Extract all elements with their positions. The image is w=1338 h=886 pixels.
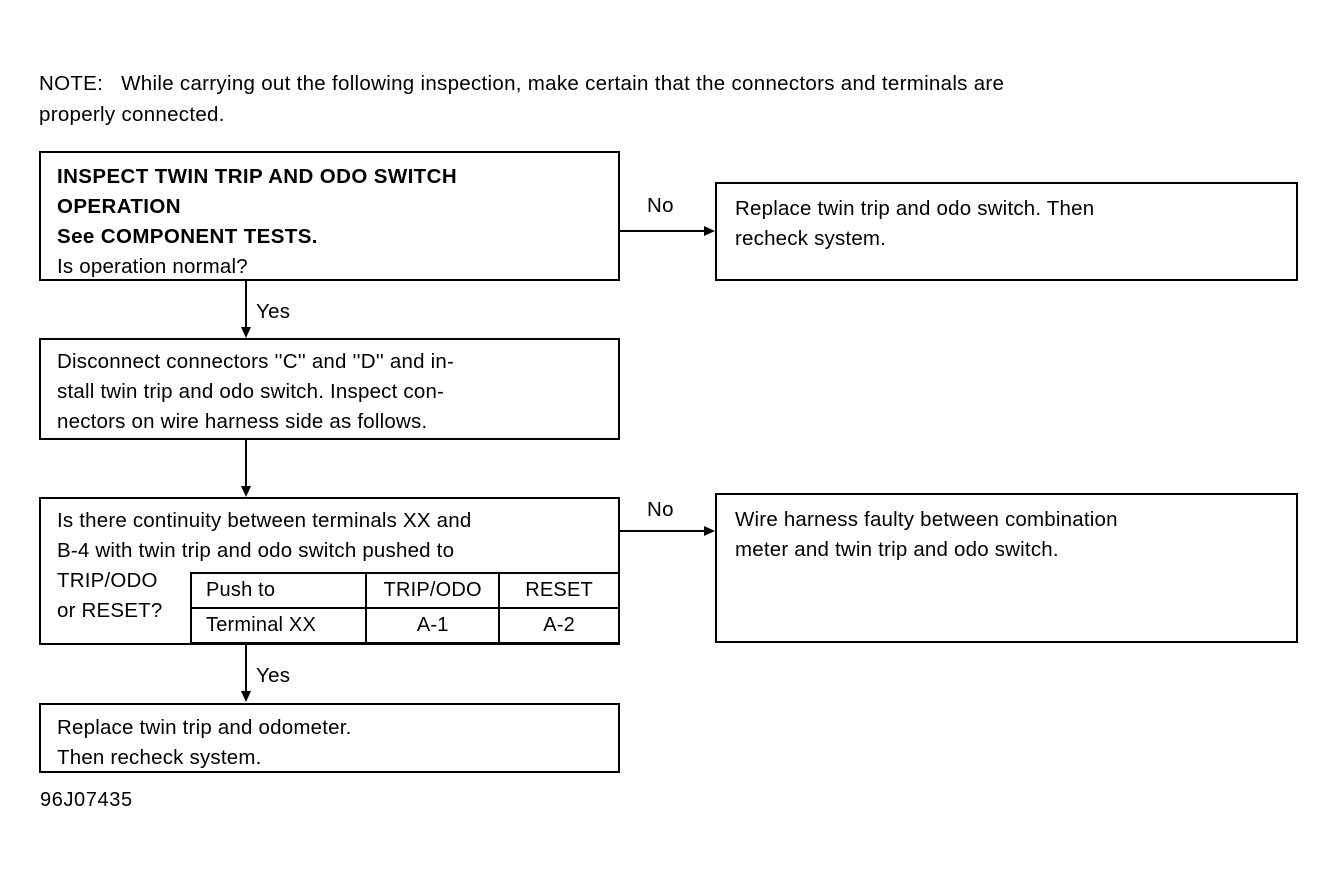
box-disconnect-text: Disconnect connectors ''C'' and ''D'' an…	[57, 347, 454, 437]
connector-no-2-line	[620, 530, 704, 532]
box-wire-harness-faulty: Wire harness faulty between combination …	[715, 493, 1298, 643]
table-cell-terminal-reset: A-2	[498, 607, 620, 644]
connector-yes-2-line	[245, 645, 247, 691]
box-continuity-text: Is there continuity between terminals XX…	[57, 506, 471, 626]
connector-no-1-line	[620, 230, 704, 232]
box-disconnect-connectors: Disconnect connectors ''C'' and ''D'' an…	[39, 338, 620, 440]
edge-label-yes-2: Yes	[256, 664, 291, 687]
box-replace-odometer: Replace twin trip and odometer. Then rec…	[39, 703, 620, 773]
box-inspect-line-2: OPERATION	[57, 195, 181, 218]
table-cell-tripodo-header: TRIP/ODO	[365, 572, 501, 609]
note-label: NOTE:	[39, 72, 104, 95]
connector-no-1-arrowhead	[704, 226, 715, 236]
box-inspect-line-4: Is operation normal?	[57, 255, 248, 278]
box-replace-odometer-text: Replace twin trip and odometer. Then rec…	[57, 713, 352, 773]
box-replace-odometer-line-2: Then recheck system.	[57, 746, 262, 769]
table-cell-terminal-tripodo: A-1	[365, 607, 501, 644]
box-disconnect-line-3: nectors on wire harness side as follows.	[57, 410, 428, 433]
box-continuity-line-1: Is there continuity between terminals XX…	[57, 509, 472, 532]
figure-id: 96J07435	[40, 789, 133, 811]
connector-no-2-arrowhead	[704, 526, 715, 536]
box-replace-odometer-line-1: Replace twin trip and odometer.	[57, 716, 352, 739]
box-replace-switch-line-1: Replace twin trip and odo switch. Then	[735, 197, 1095, 220]
edge-label-no-1: No	[647, 194, 674, 217]
box-inspect-switch-operation: INSPECT TWIN TRIP AND ODO SWITCH OPERATI…	[39, 151, 620, 281]
connector-box2-box3-line	[245, 440, 247, 486]
connector-yes-1-arrowhead	[241, 327, 251, 338]
box-continuity-check: Is there continuity between terminals XX…	[39, 497, 620, 645]
box-replace-switch-line-2: recheck system.	[735, 227, 887, 250]
connector-yes-1-line	[245, 281, 247, 327]
edge-label-no-2: No	[647, 498, 674, 521]
box-continuity-line-4: or RESET?	[57, 599, 163, 622]
table-row: Push to TRIP/ODO RESET	[189, 572, 620, 609]
box-inspect-line-1: INSPECT TWIN TRIP AND ODO SWITCH	[57, 165, 458, 188]
table-cell-terminal-label: Terminal XX	[189, 607, 368, 644]
terminal-table: Push to TRIP/ODO RESET Terminal XX A-1 A…	[189, 572, 620, 644]
box-continuity-line-3: TRIP/ODO	[57, 569, 158, 592]
box-disconnect-line-2: stall twin trip and odo switch. Inspect …	[57, 380, 445, 403]
edge-label-yes-1: Yes	[256, 300, 291, 323]
box-inspect-line-3: See COMPONENT TESTS.	[57, 225, 318, 248]
note-paragraph: NOTE: While carrying out the following in…	[39, 68, 1309, 99]
box-harness-faulty-text: Wire harness faulty between combination …	[735, 505, 1118, 565]
note-line-2: properly connected.	[39, 103, 225, 126]
box-disconnect-line-1: Disconnect connectors ''C'' and ''D'' an…	[57, 350, 454, 373]
box-harness-faulty-line-1: Wire harness faulty between combination	[735, 508, 1118, 531]
box-harness-faulty-line-2: meter and twin trip and odo switch.	[735, 538, 1059, 561]
box-replace-switch: Replace twin trip and odo switch. Then r…	[715, 182, 1298, 281]
table-row: Terminal XX A-1 A-2	[189, 607, 620, 644]
connector-box2-box3-arrowhead	[241, 486, 251, 497]
table-cell-reset-header: RESET	[498, 572, 620, 609]
box-inspect-switch-text: INSPECT TWIN TRIP AND ODO SWITCH OPERATI…	[57, 162, 457, 282]
note-line-1: While carrying out the following inspect…	[121, 72, 1005, 95]
connector-yes-2-arrowhead	[241, 691, 251, 702]
box-replace-switch-text: Replace twin trip and odo switch. Then r…	[735, 194, 1094, 254]
table-cell-push-to-header: Push to	[189, 572, 368, 609]
box-continuity-line-2: B-4 with twin trip and odo switch pushed…	[57, 539, 455, 562]
